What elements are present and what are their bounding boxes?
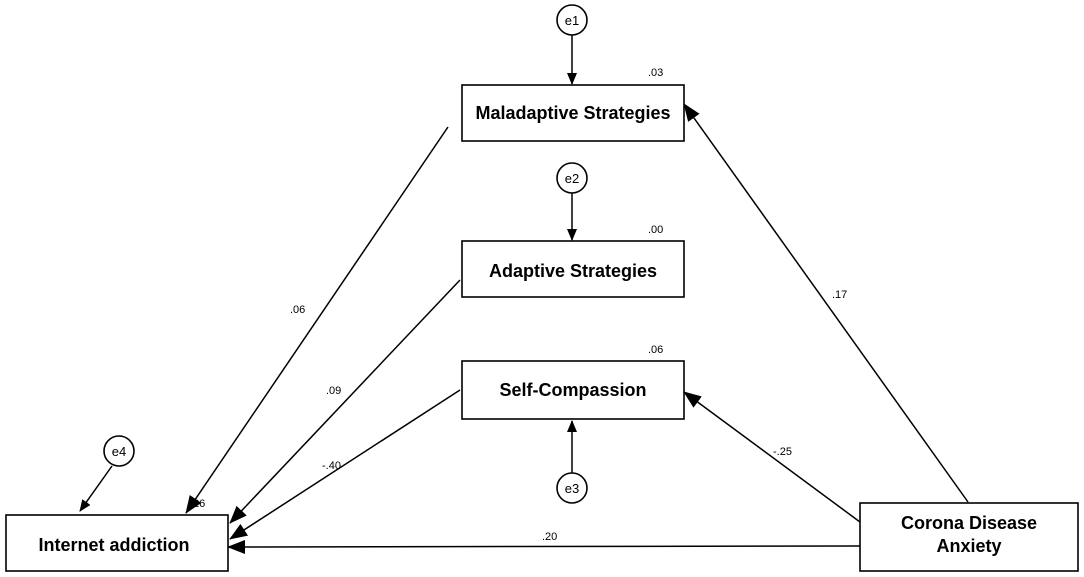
coef-corona-to-internet: .20 [542, 531, 557, 543]
internet-label: Internet addiction [38, 535, 189, 555]
maladaptive-r2: .03 [648, 67, 663, 79]
adaptive-label: Adaptive Strategies [489, 261, 657, 281]
e1-label: e1 [565, 13, 579, 28]
node-maladaptive-strategies: Maladaptive Strategies [461, 84, 685, 142]
error-e1: e1 [556, 4, 588, 36]
coef-corona-to-self-compassion: -.25 [773, 446, 792, 458]
corona-label-line1: Corona Disease [901, 513, 1037, 533]
self-compassion-r2: .06 [648, 344, 663, 356]
maladaptive-label: Maladaptive Strategies [475, 103, 670, 123]
e3-label: e3 [565, 481, 579, 496]
error-e3: e3 [556, 472, 588, 504]
error-e4: e4 [103, 435, 135, 467]
path-self-compassion-to-internet [229, 389, 461, 540]
coef-self-compassion-to-internet: -.40 [322, 460, 341, 472]
adaptive-r2: .00 [648, 224, 663, 236]
coef-maladaptive-to-internet: .06 [290, 304, 305, 316]
corona-label-line2: Anxiety [936, 536, 1001, 556]
node-adaptive-strategies: Adaptive Strategies [461, 240, 685, 298]
e4-label: e4 [112, 444, 126, 459]
self-compassion-label: Self-Compassion [499, 380, 646, 400]
path-adaptive-to-internet [229, 279, 461, 524]
node-corona-disease-anxiety: Corona Disease Anxiety [859, 502, 1079, 572]
error-e2: e2 [556, 162, 588, 194]
node-internet-addiction: Internet addiction [5, 514, 229, 572]
coef-corona-to-maladaptive: .17 [832, 289, 847, 301]
e2-label: e2 [565, 171, 579, 186]
node-self-compassion: Self-Compassion [461, 360, 685, 420]
path-e4-to-internet [79, 465, 113, 512]
path-corona-to-maladaptive [683, 103, 969, 503]
coef-adaptive-to-internet: .09 [326, 385, 341, 397]
path-corona-to-internet [227, 539, 861, 554]
path-corona-to-self-compassion [683, 391, 861, 523]
internet-r2: .26 [190, 498, 205, 510]
path-maladaptive-to-internet [185, 126, 449, 514]
